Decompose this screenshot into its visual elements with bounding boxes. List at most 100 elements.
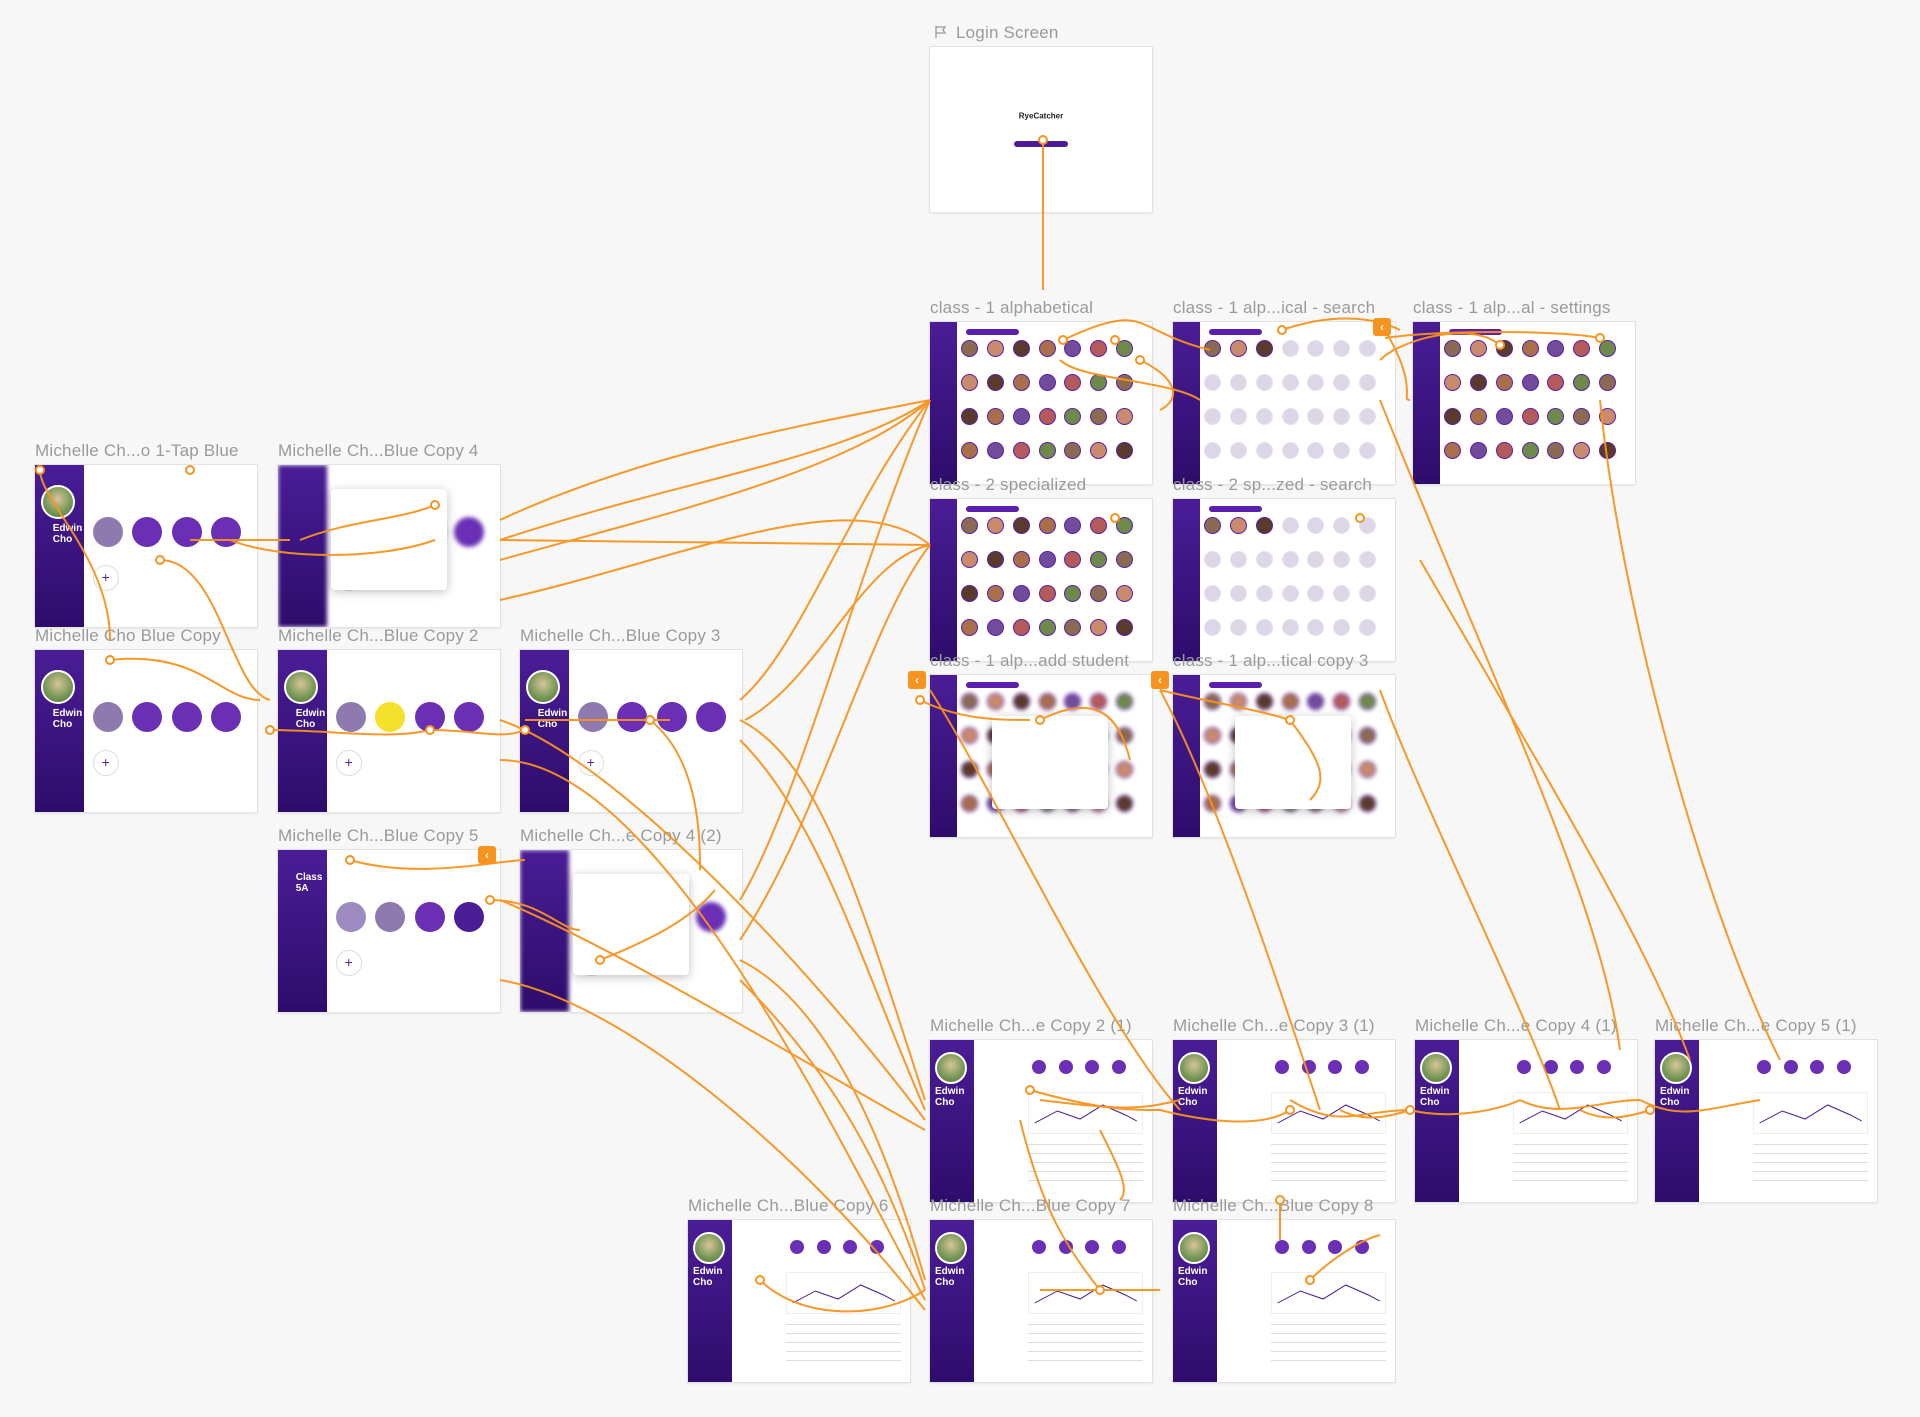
student-avatar[interactable]: [1064, 585, 1082, 602]
student-avatar[interactable]: [1064, 517, 1082, 534]
student-avatar[interactable]: [1573, 408, 1591, 425]
artboard-title[interactable]: class - 1 alp...tical copy 3: [1173, 651, 1369, 670]
artboard-title[interactable]: class - 2 specialized: [930, 475, 1087, 494]
student-avatar[interactable]: [1116, 442, 1134, 459]
tracker-button[interactable]: [375, 702, 406, 732]
student-avatar[interactable]: [1359, 761, 1377, 778]
artboard-mcopy42[interactable]: Michelle Ch...e Copy 4 (2)+: [520, 826, 742, 1012]
student-avatar[interactable]: [1359, 585, 1377, 602]
sort-tabs[interactable]: [1208, 329, 1262, 335]
student-avatar[interactable]: [1204, 619, 1222, 636]
sort-tabs[interactable]: [965, 682, 1019, 688]
tracker-icon[interactable]: [1597, 1060, 1612, 1074]
student-avatar[interactable]: [1359, 374, 1377, 391]
student-avatar[interactable]: [986, 693, 1004, 710]
choose-tracker-modal[interactable]: [573, 874, 689, 975]
student-avatar[interactable]: [986, 442, 1004, 459]
student-avatar[interactable]: [1307, 551, 1325, 568]
student-avatar[interactable]: [1116, 340, 1134, 357]
student-avatar[interactable]: [986, 619, 1004, 636]
student-avatar[interactable]: [1281, 517, 1299, 534]
student-avatar[interactable]: [1116, 761, 1134, 778]
student-avatar[interactable]: [1064, 619, 1082, 636]
sort-tabs[interactable]: [965, 329, 1019, 335]
tracker-icon[interactable]: [1085, 1240, 1100, 1254]
student-avatar[interactable]: [1521, 408, 1539, 425]
student-avatar[interactable]: [1064, 551, 1082, 568]
student-avatar[interactable]: [986, 340, 1004, 357]
tracker-button[interactable]: [171, 517, 202, 547]
artboard-title[interactable]: Michelle Ch...e Copy 3 (1): [1173, 1016, 1375, 1035]
student-avatar[interactable]: [1521, 374, 1539, 391]
student-avatar[interactable]: [1444, 442, 1462, 459]
student-avatar[interactable]: [1229, 442, 1247, 459]
student-avatar[interactable]: [1064, 374, 1082, 391]
tracker-icon[interactable]: [870, 1240, 885, 1254]
student-avatar[interactable]: [986, 551, 1004, 568]
student-avatar[interactable]: [1307, 693, 1325, 710]
student-avatar[interactable]: [1204, 374, 1222, 391]
tracker-button[interactable]: [617, 702, 648, 732]
student-avatar[interactable]: [1229, 619, 1247, 636]
tracker-button[interactable]: [656, 702, 687, 732]
student-avatar[interactable]: [1204, 585, 1222, 602]
student-avatar[interactable]: [1333, 340, 1351, 357]
tracker-button[interactable]: [453, 902, 484, 932]
student-avatar[interactable]: [1359, 795, 1377, 812]
student-avatar[interactable]: [1204, 551, 1222, 568]
add-tracker-button[interactable]: +: [335, 750, 362, 776]
student-avatar[interactable]: [1012, 619, 1030, 636]
artboard-title[interactable]: Michelle Ch...e Copy 2 (1): [930, 1016, 1132, 1035]
tracker-button[interactable]: [92, 702, 123, 732]
student-avatar[interactable]: [1090, 693, 1108, 710]
artboard-c2s[interactable]: class - 2 specialized: [930, 475, 1152, 661]
tracker-icon[interactable]: [1112, 1060, 1127, 1074]
tracker-icon[interactable]: [1757, 1060, 1772, 1074]
student-avatar[interactable]: [1012, 517, 1030, 534]
artboard-c2ss[interactable]: class - 2 sp...zed - search: [1173, 475, 1395, 661]
student-avatar[interactable]: [1359, 442, 1377, 459]
student-avatar[interactable]: [1038, 585, 1056, 602]
student-avatar[interactable]: [1090, 408, 1108, 425]
tracker-icon[interactable]: [843, 1240, 858, 1254]
student-avatar[interactable]: [1229, 340, 1247, 357]
student-avatar[interactable]: [961, 619, 979, 636]
student-avatar[interactable]: [1281, 442, 1299, 459]
student-avatar[interactable]: [1495, 442, 1513, 459]
chevron-left-icon[interactable]: ‹: [1151, 671, 1169, 689]
student-avatar[interactable]: [1359, 693, 1377, 710]
tracker-icon[interactable]: [816, 1240, 831, 1254]
student-avatar[interactable]: [1307, 374, 1325, 391]
student-avatar[interactable]: [1547, 442, 1565, 459]
tracker-button[interactable]: [132, 702, 163, 732]
tracker-button[interactable]: [210, 702, 241, 732]
student-avatar[interactable]: [1281, 619, 1299, 636]
student-avatar[interactable]: [1573, 374, 1591, 391]
student-avatar[interactable]: [1090, 442, 1108, 459]
tracker-icon[interactable]: [1328, 1240, 1343, 1254]
student-avatar[interactable]: [1359, 551, 1377, 568]
tracker-icon[interactable]: [1085, 1060, 1100, 1074]
student-avatar[interactable]: [1204, 517, 1222, 534]
artboard-mcopy4[interactable]: Michelle Ch...Blue Copy 4+: [278, 441, 500, 627]
student-avatar[interactable]: [1307, 408, 1325, 425]
student-avatar[interactable]: [1204, 727, 1222, 744]
tracker-icon[interactable]: [1032, 1060, 1047, 1074]
artboard-mcopy51[interactable]: Michelle Ch...e Copy 5 (1)Edwin Cho: [1655, 1016, 1877, 1202]
artboard-title[interactable]: Michelle Ch...o 1-Tap Blue: [35, 441, 239, 460]
student-avatar[interactable]: [1012, 374, 1030, 391]
student-avatar[interactable]: [1038, 619, 1056, 636]
student-avatar[interactable]: [1255, 619, 1273, 636]
student-avatar[interactable]: [1038, 408, 1056, 425]
student-avatar[interactable]: [1333, 585, 1351, 602]
tracker-button[interactable]: [335, 902, 366, 932]
student-avatar[interactable]: [1281, 408, 1299, 425]
student-avatar[interactable]: [1090, 585, 1108, 602]
tracker-icon[interactable]: [1112, 1240, 1127, 1254]
tracker-icon[interactable]: [1328, 1060, 1343, 1074]
add-tracker-button[interactable]: +: [92, 750, 119, 776]
